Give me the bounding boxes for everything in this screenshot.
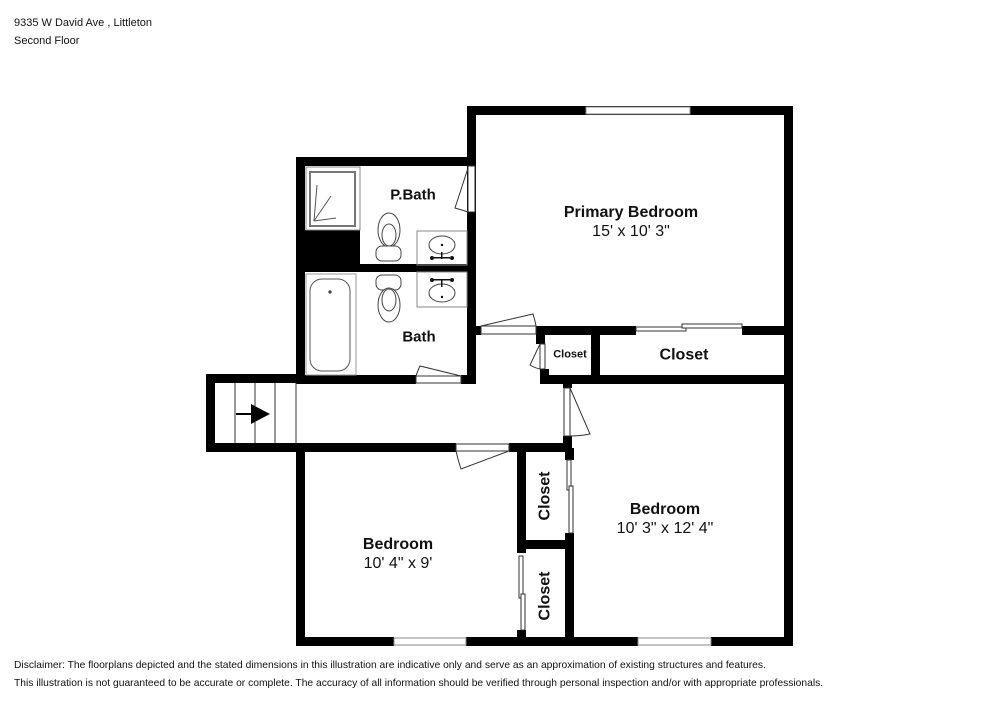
room-closet-upper: Closet	[536, 471, 554, 521]
sink-icon	[416, 230, 468, 308]
shower-icon	[305, 166, 361, 231]
room-bath: Bath	[402, 328, 436, 346]
room-bedroom-left: Bedroom 10' 4" x 9'	[362, 536, 434, 572]
toilet-icon	[375, 212, 402, 323]
windows	[393, 106, 712, 646]
room-bedroom-right: Bedroom 10' 3" x 12' 4"	[616, 501, 714, 537]
room-p-bath: P.Bath	[390, 186, 436, 204]
room-closet-lower: Closet	[536, 571, 554, 621]
floor-name: Second Floor	[14, 35, 80, 47]
arrow-right-icon	[236, 404, 270, 424]
disclaimer-line-2: This illustration is not guaranteed to b…	[14, 678, 824, 689]
plan-header: 9335 W David Ave , Littleton Second Floo…	[14, 14, 152, 50]
room-primary-closet: Closet	[659, 346, 709, 364]
disclaimer-line-1: Disclaimer: The floorplans depicted and …	[14, 660, 766, 671]
address: 9335 W David Ave , Littleton	[14, 17, 152, 29]
stairs	[234, 383, 297, 443]
room-small-closet: Closet	[553, 348, 587, 361]
walls	[206, 106, 793, 646]
bathtub-icon	[305, 273, 357, 376]
doors	[415, 165, 743, 631]
room-primary-bedroom: Primary Bedroom 15' x 10' 3"	[563, 204, 699, 240]
disclaimer: Disclaimer: The floorplans depicted and …	[14, 657, 823, 693]
